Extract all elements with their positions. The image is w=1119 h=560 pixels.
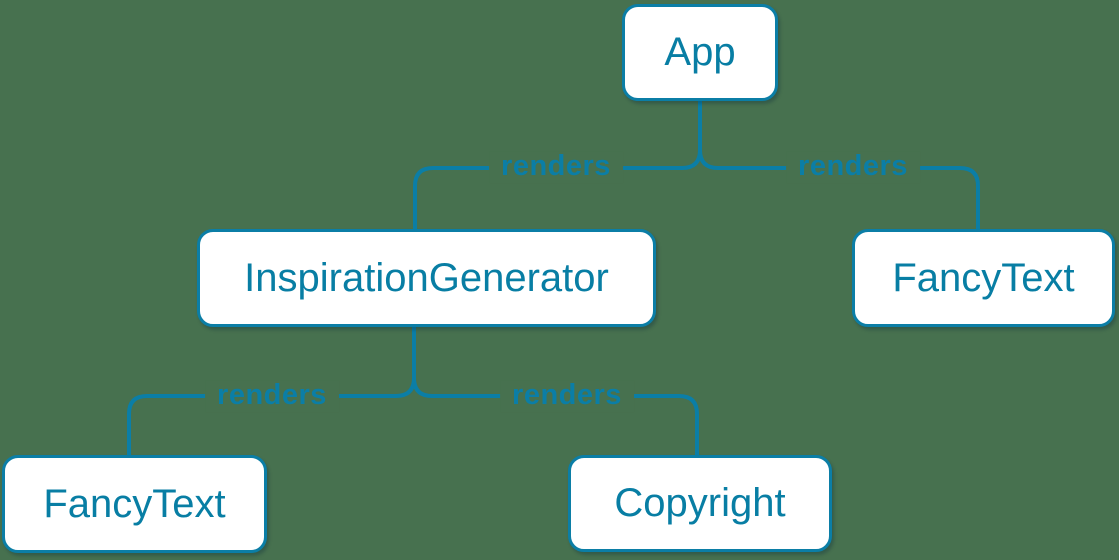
edge-label-renders-inspirationgenerator-copyright: renders (500, 379, 634, 412)
node-inspirationgenerator: InspirationGenerator (197, 229, 656, 327)
node-fancytext-bottom-left: FancyText (2, 455, 267, 553)
node-copyright-label: Copyright (614, 481, 786, 525)
edge-label-renders-inspirationgenerator-fancytext: renders (205, 379, 339, 412)
edge-label-renders-app-inspirationgenerator: renders (489, 150, 623, 183)
node-fancytext-top-right: FancyText (852, 229, 1115, 327)
node-app-label: App (664, 30, 736, 74)
node-inspirationgenerator-label: InspirationGenerator (244, 255, 609, 300)
node-fancytext-top-right-label: FancyText (892, 255, 1075, 300)
node-fancytext-bottom-left-label: FancyText (43, 481, 226, 526)
node-app: App (622, 4, 778, 101)
edge-label-renders-app-fancytext: renders (786, 150, 920, 183)
node-copyright: Copyright (568, 455, 832, 552)
